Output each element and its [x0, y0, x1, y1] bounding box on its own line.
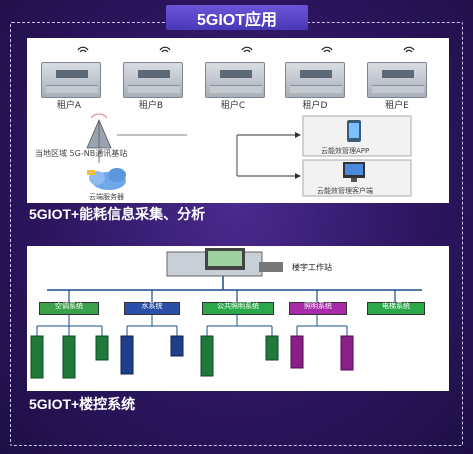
bms-system-water: 水系统	[124, 302, 180, 315]
bms-diagram-panel: 楼宇工作站 空调系统 水系统 公共照明系统 照明系统 电梯系统	[27, 246, 449, 391]
section-title: 5GIOT应用	[166, 5, 308, 30]
app-label: 云能效管理APP	[321, 147, 370, 155]
meter-a	[37, 56, 109, 116]
meter-e	[363, 56, 435, 116]
energy-diagram-lines	[77, 46, 415, 197]
workstation-label: 楼宇工作站	[292, 263, 332, 272]
tower-icon	[86, 113, 112, 149]
tenant-label-e: 租户E	[385, 101, 409, 111]
cloud-server-icon	[87, 168, 126, 190]
energy-diagram-panel: 租户A 租户B 租户C 租户D 租户E 当地区域 5G-NB通讯基站 云端服务器…	[27, 38, 449, 203]
bms-leaf-boxes	[30, 335, 354, 379]
tenant-label-d: 租户D	[302, 101, 328, 111]
meter-d	[281, 56, 353, 116]
bms-system-public-lighting: 公共照明系统	[202, 302, 274, 315]
bms-system-lighting: 照明系统	[289, 302, 347, 315]
workstation-icon	[166, 248, 283, 277]
energy-caption: 5GIOT+能耗信息采集、分析	[29, 206, 206, 222]
server-label: 云端服务器	[89, 193, 124, 201]
bms-caption: 5GIOT+楼控系统	[29, 396, 136, 412]
meter-b	[119, 56, 191, 116]
bms-system-elevator: 电梯系统	[367, 302, 425, 315]
client-label: 云能效管理客户端	[317, 187, 373, 195]
bms-tree-lines	[30, 248, 422, 379]
base-station-label: 当地区域 5G-NB通讯基站	[35, 149, 128, 158]
bms-system-aircon: 空调系统	[39, 302, 99, 315]
tenant-label-c: 租户C	[220, 101, 246, 111]
tenant-label-a: 租户A	[56, 101, 82, 111]
meter-c	[201, 56, 273, 116]
tenant-label-b: 租户B	[138, 101, 164, 111]
